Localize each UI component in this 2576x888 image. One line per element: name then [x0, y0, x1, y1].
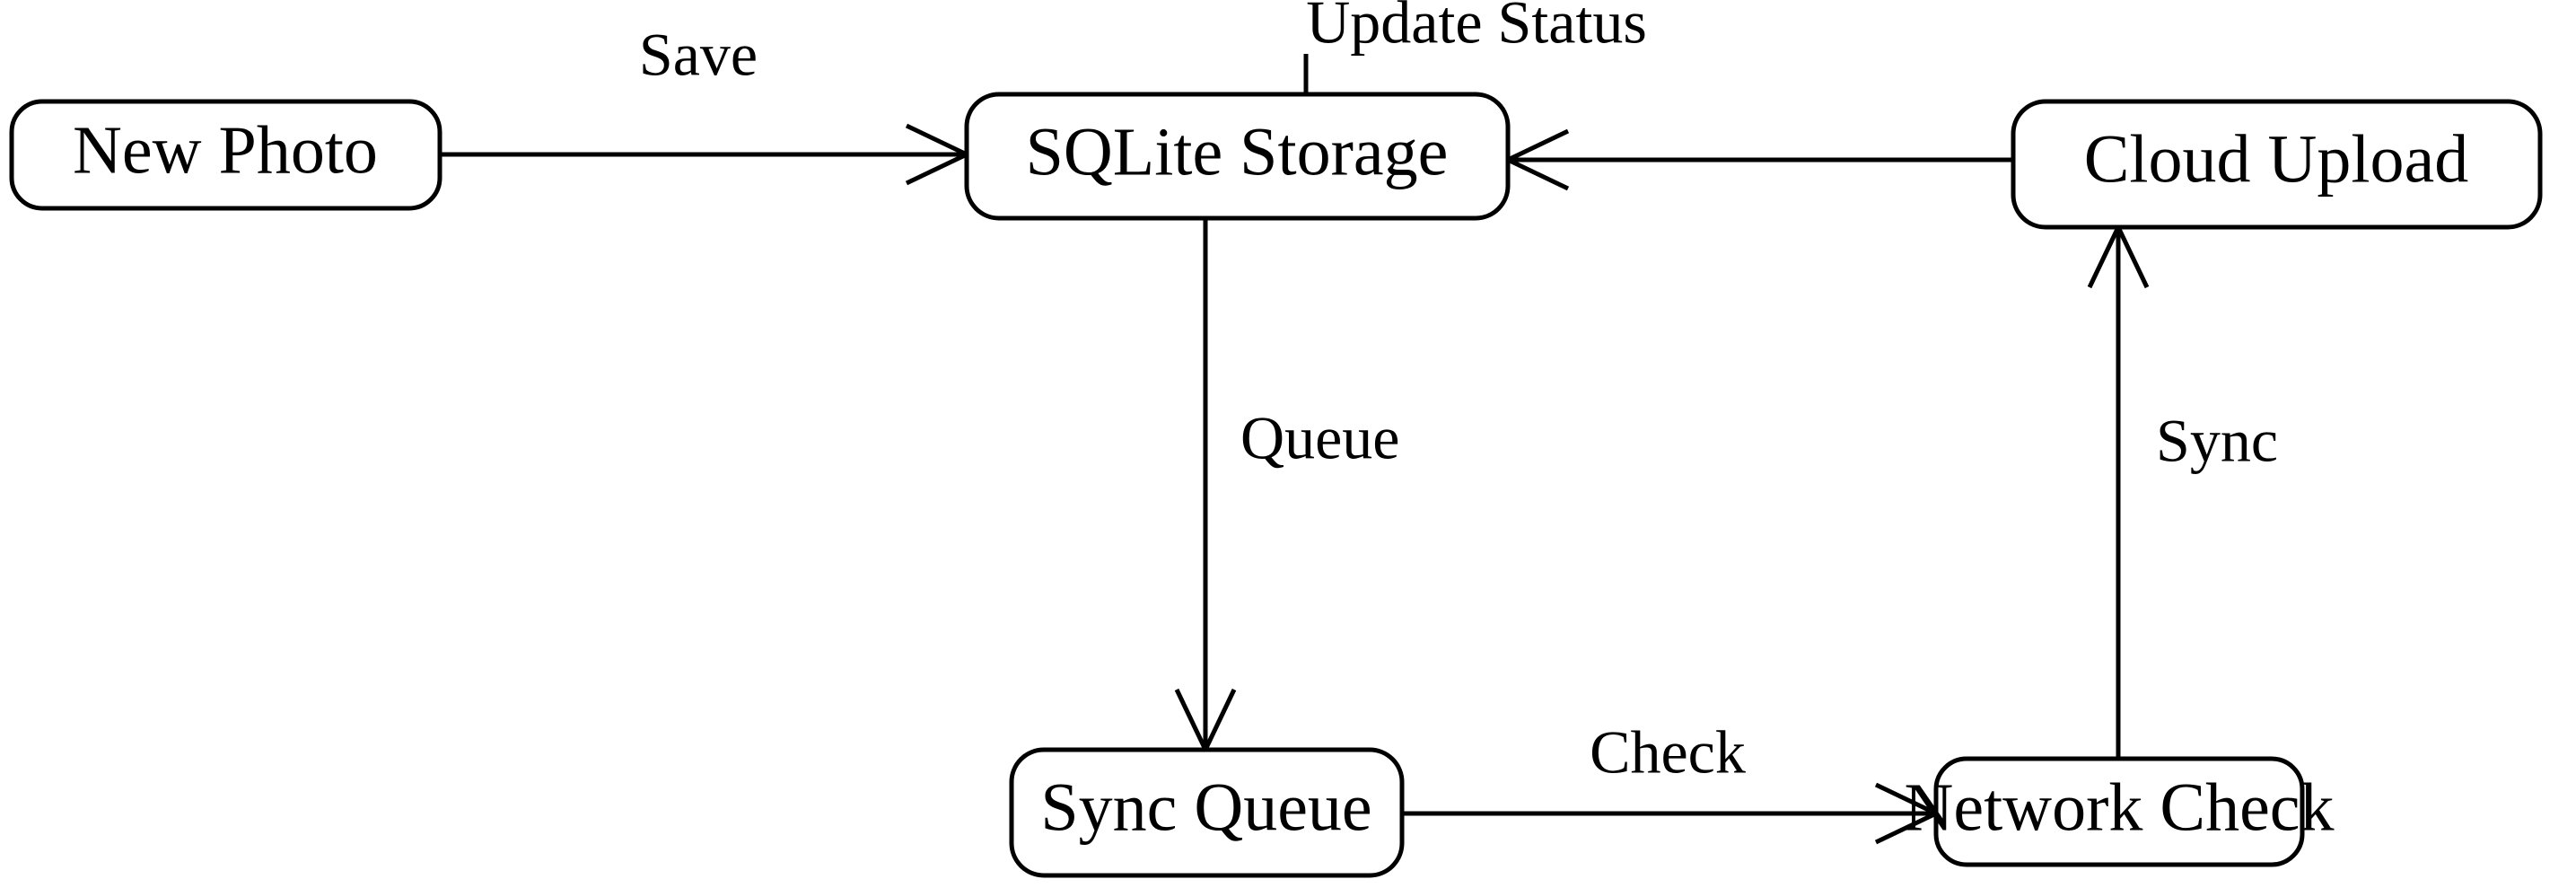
edge-check[interactable]: Check [1402, 718, 1941, 845]
edge-label-queue: Queue [1240, 404, 1399, 472]
node-sqlite-storage-shape [964, 92, 1511, 221]
edge-update-status[interactable]: Update Status [1303, 0, 2013, 191]
node-cloud-upload-shape [2011, 99, 2543, 230]
node-sync-queue-shape [1009, 747, 1405, 878]
node-cloud-upload[interactable]: Cloud Upload [2011, 99, 2543, 230]
node-network-check-shape [1933, 756, 2305, 867]
node-sync-queue[interactable]: Sync Queue [1009, 747, 1405, 878]
node-label-cloud-upload: Cloud Upload [2084, 121, 2469, 197]
edge-label-update-status: Update Status [1306, 0, 1647, 57]
node-label-new-photo: New Photo [73, 112, 378, 188]
node-label-sqlite-storage: SQLite Storage [1026, 114, 1449, 189]
node-label-sync-queue: Sync Queue [1040, 769, 1371, 845]
edge-label-check: Check [1590, 718, 1746, 787]
node-new-photo[interactable]: New Photo [9, 99, 442, 211]
edge-queue[interactable]: Queue [1174, 218, 1399, 755]
node-network-check[interactable]: Network Check [1904, 756, 2335, 867]
edge-sync[interactable]: Sync [2087, 222, 2278, 759]
edge-label-sync: Sync [2156, 407, 2278, 475]
node-label-network-check: Network Check [1904, 769, 2334, 845]
node-sqlite-storage[interactable]: SQLite Storage [964, 92, 1511, 221]
node-new-photo-shape [9, 99, 442, 211]
edge-save[interactable]: Save [440, 21, 972, 186]
edge-label-save: Save [639, 21, 758, 89]
